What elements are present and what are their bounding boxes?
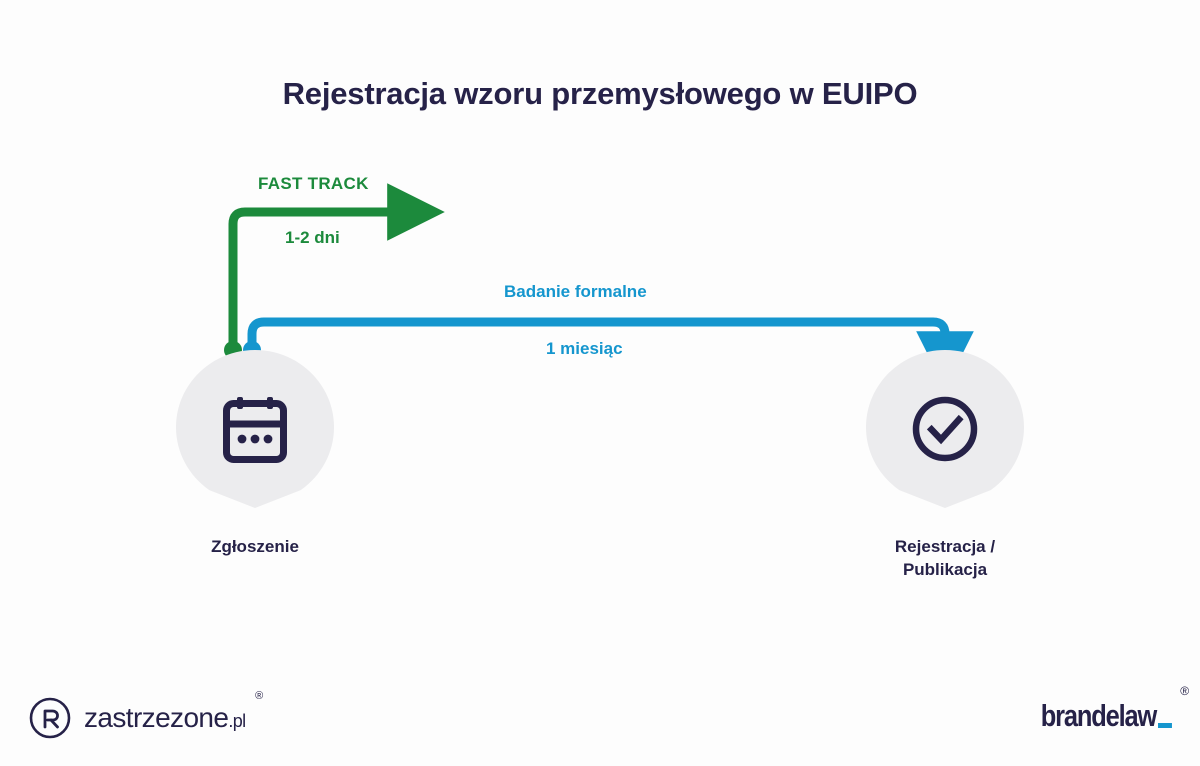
zastrzezone-tld: .pl — [228, 711, 246, 731]
registered-mark-icon: ® — [1180, 684, 1190, 698]
page-title: Rejestracja wzoru przemysłowego w EUIPO — [282, 76, 918, 111]
zastrzezone-name: zastrzezone — [84, 702, 229, 733]
node-label-zgloszenie: Zgłoszenie — [211, 537, 299, 556]
pin-shape-right — [866, 350, 1024, 508]
node-label-line-1: Rejestracja / — [894, 537, 996, 556]
map-pin-background — [176, 350, 334, 508]
formal-exam-duration: 1 miesiąc — [546, 339, 623, 358]
registered-mark-icon: ® — [255, 690, 263, 702]
zastrzezone-r-mark-icon — [29, 697, 71, 739]
node-zgloszenie: Zgłoszenie — [150, 350, 360, 559]
node-label-line-2: Publikacja — [902, 559, 988, 579]
zastrzezone-wordmark: zastrzezone.pl ® — [84, 690, 263, 734]
brandelaw-wordmark: brandelaw ® — [1041, 684, 1190, 734]
fast-track-label: FAST TRACK — [258, 174, 369, 193]
brandelaw-name: brandelaw — [1041, 698, 1158, 733]
brandelaw-underscore-icon — [1158, 723, 1172, 728]
node-rejestracja-publikacja: Rejestracja / Publikacja — [840, 350, 1050, 582]
check-circle-icon — [866, 350, 1024, 508]
map-pin-background — [866, 350, 1024, 508]
fast-track-duration: 1-2 dni — [285, 228, 340, 247]
pin-shape-left — [176, 350, 334, 508]
calendar-icon — [176, 350, 334, 508]
zastrzezone-logo[interactable]: zastrzezone.pl ® — [28, 690, 263, 742]
brandelaw-logo[interactable]: brandelaw ® — [1012, 684, 1190, 746]
node-label-rejestracja: Rejestracja / Publikacja — [840, 536, 1050, 582]
formal-exam-label: Badanie formalne — [504, 282, 647, 301]
